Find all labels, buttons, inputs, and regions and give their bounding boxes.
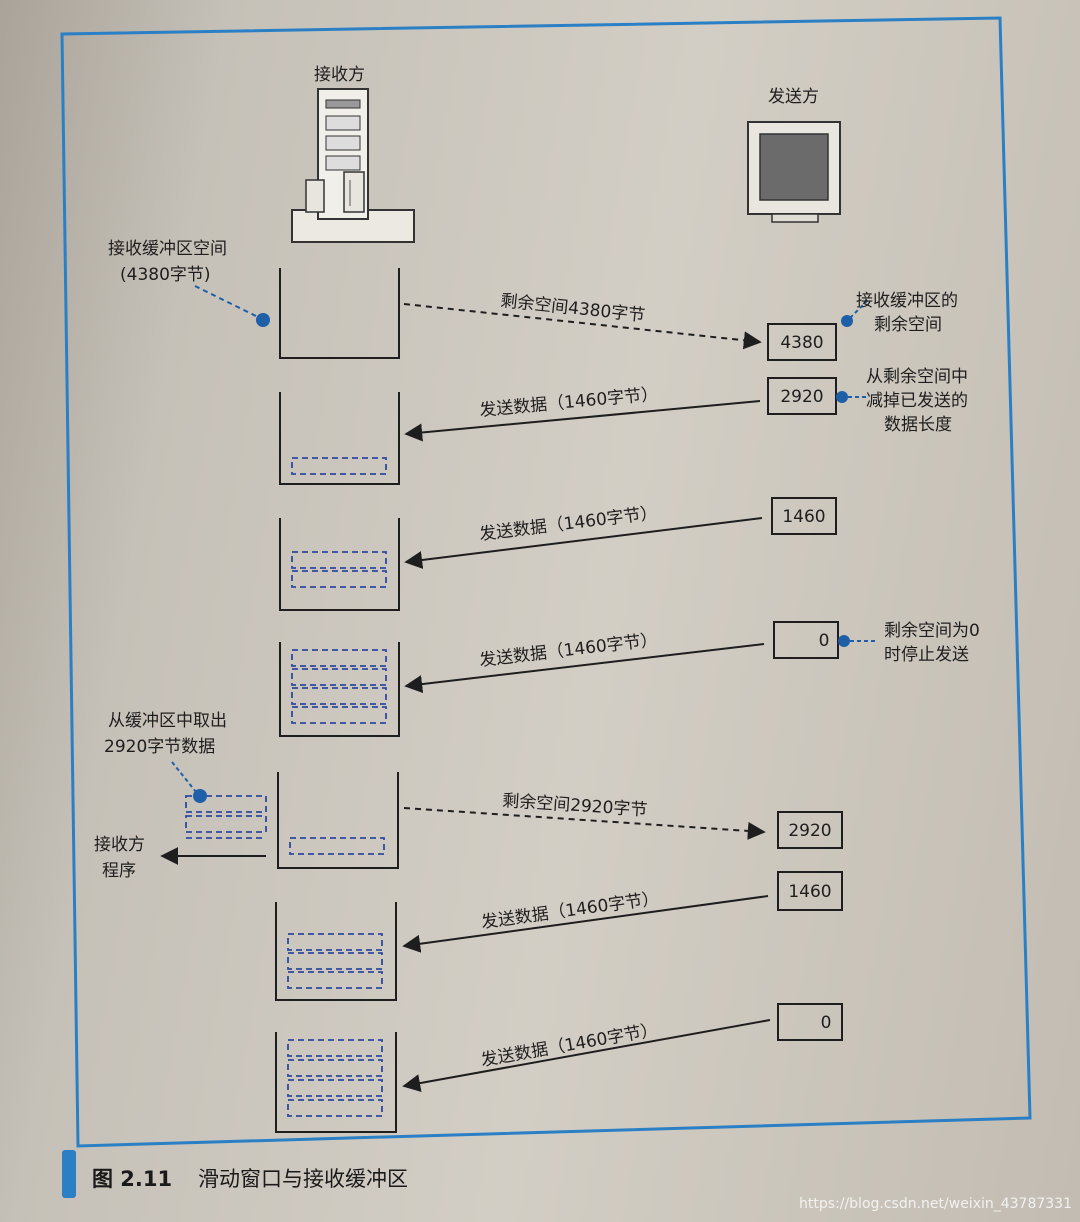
take-out-note-line1: 从缓冲区中取出: [108, 711, 227, 731]
window-value-1: 4380: [780, 333, 823, 353]
buffer-segment: [287, 971, 383, 989]
buffer-segment: [287, 1099, 383, 1117]
window-box-4: 0: [773, 621, 839, 659]
buffer-2: [279, 392, 400, 485]
recv-buffer-note-line1: 接收缓冲区空间: [108, 239, 227, 259]
window-box-3: 1460: [771, 497, 837, 535]
buffer-segment: [291, 649, 387, 667]
recv-buffer-note-line2: (4380字节): [120, 265, 211, 285]
send-arrow-2: [404, 517, 763, 569]
send-label-1: 发送数据（1460字节）: [479, 385, 659, 421]
recv-buffer-leader: [194, 285, 261, 319]
send-arrow-5: [402, 1019, 771, 1092]
send-arrow-4: [402, 895, 769, 953]
figure-frame: [60, 16, 1032, 1148]
window-value-7: 0: [821, 1013, 832, 1033]
removed-segment: [185, 795, 267, 813]
buffer-segment: [289, 837, 385, 855]
remaining-note-line2: 剩余空间: [874, 315, 942, 335]
buffer-6: [275, 902, 397, 1001]
send-label-4: 发送数据（1460字节）: [480, 889, 660, 933]
app-note-line2: 程序: [102, 861, 136, 881]
removed-segment: [185, 815, 267, 833]
subtract-note-line3: 数据长度: [884, 415, 952, 435]
stop-note-line2: 时停止发送: [884, 645, 969, 665]
remaining-note-line1: 接收缓冲区的: [856, 291, 958, 311]
buffer-segment: [291, 457, 387, 475]
buffer-segment: [291, 706, 387, 724]
remaining-dot: [841, 315, 853, 327]
buffer-segment: [291, 570, 387, 588]
send-arrow-1: [404, 400, 761, 442]
receiver-label: 接收方: [314, 65, 365, 85]
receiver-computer-icon: [291, 88, 415, 243]
buffer-5: [277, 772, 399, 869]
subtract-note-line2: 减掉已发送的: [866, 391, 968, 411]
sender-label: 发送方: [768, 87, 819, 107]
window-box-7: 0: [777, 1003, 843, 1041]
recv-buffer-dot: [256, 313, 270, 327]
remaining-2920-arrow: [403, 807, 766, 840]
buffer-segment: [291, 687, 387, 705]
buffer-7: [275, 1032, 397, 1133]
app-note-line1: 接收方: [94, 835, 145, 855]
take-out-dot: [193, 789, 207, 803]
send-label-3: 发送数据（1460字节）: [478, 630, 658, 671]
buffer-segment: [291, 551, 387, 569]
remaining-leader: [849, 299, 869, 319]
buffer-1: [279, 268, 400, 359]
remaining-4380-label: 剩余空间4380字节: [499, 291, 646, 326]
window-value-4: 0: [819, 631, 830, 651]
caption-marker: [62, 1150, 76, 1198]
sender-monitor-icon: [747, 121, 841, 223]
buffer-4: [279, 642, 400, 737]
window-value-3: 1460: [782, 507, 825, 527]
take-out-note-line2: 2920字节数据: [104, 737, 215, 757]
caption-title: 滑动窗口与接收缓冲区: [198, 1167, 408, 1191]
take-out-leader: [171, 761, 197, 793]
stop-note-line1: 剩余空间为0: [884, 621, 980, 641]
watermark: https://blog.csdn.net/weixin_43787331: [799, 1196, 1072, 1212]
buffer-3: [279, 518, 400, 611]
subtract-note-line1: 从剩余空间中: [866, 367, 968, 387]
buffer-segment: [287, 1079, 383, 1097]
buffer-segment: [287, 1059, 383, 1077]
stop-dot: [838, 635, 850, 647]
window-box-2: 2920: [767, 377, 837, 415]
remaining-4380-arrow: [403, 303, 762, 350]
remaining-2920-label: 剩余空间2920字节: [502, 791, 648, 821]
window-value-6: 1460: [788, 882, 831, 902]
caption-number: 图 2.11: [92, 1167, 172, 1191]
window-value-5: 2920: [788, 821, 831, 841]
subtract-dot: [836, 391, 848, 403]
buffer-segment: [287, 933, 383, 951]
buffer-segment: [287, 1039, 383, 1057]
buffer-segment: [287, 952, 383, 970]
removed-data-stack: [185, 795, 267, 839]
window-value-2: 2920: [780, 387, 823, 407]
send-arrow-3: [404, 643, 765, 694]
window-box-1: 4380: [767, 323, 837, 361]
window-box-6: 1460: [777, 871, 843, 911]
buffer-segment: [291, 668, 387, 686]
send-label-2: 发送数据（1460字节）: [478, 503, 658, 545]
window-box-5: 2920: [777, 811, 843, 849]
